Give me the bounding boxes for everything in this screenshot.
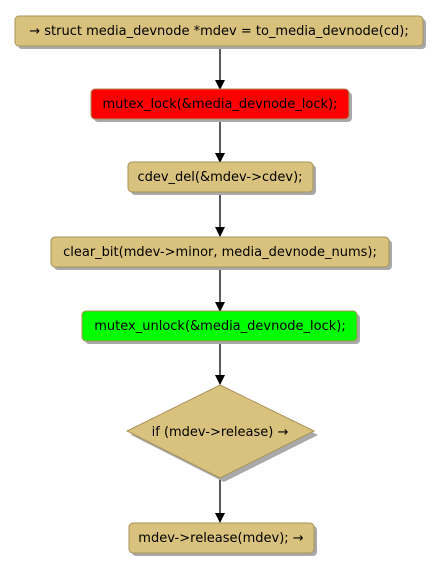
node-start-statement: → struct media_devnode *mdev = to_media_…: [14, 15, 426, 49]
node-box: [14, 15, 424, 47]
node-box: [90, 88, 350, 120]
node-box: [128, 522, 315, 554]
node-release-call: mdev->release(mdev); →: [128, 522, 317, 556]
node-label: mutex_unlock(&media_devnode_lock);: [94, 319, 345, 334]
node-if-release-decision: if (mdev->release) →: [125, 384, 318, 482]
node-label: mdev->release(mdev); →: [138, 531, 304, 546]
node-box: [50, 236, 390, 268]
node-clear-bit: clear_bit(mdev->minor, media_devnode_num…: [50, 236, 392, 270]
node-box: [127, 161, 314, 193]
node-box: [81, 310, 358, 342]
node-label: if (mdev->release) →: [152, 425, 289, 440]
node-label: → struct media_devnode *mdev = to_media_…: [29, 24, 408, 39]
node-mutex-unlock: mutex_unlock(&media_devnode_lock);: [81, 310, 360, 344]
node-label: mutex_lock(&media_devnode_lock);: [103, 97, 338, 112]
node-label: cdev_del(&mdev->cdev);: [137, 170, 302, 185]
node-diamond: [125, 384, 316, 479]
node-label: clear_bit(mdev->minor, media_devnode_num…: [63, 245, 377, 260]
node-cdev-del: cdev_del(&mdev->cdev);: [127, 161, 316, 195]
node-mutex-lock: mutex_lock(&media_devnode_lock);: [90, 88, 352, 122]
